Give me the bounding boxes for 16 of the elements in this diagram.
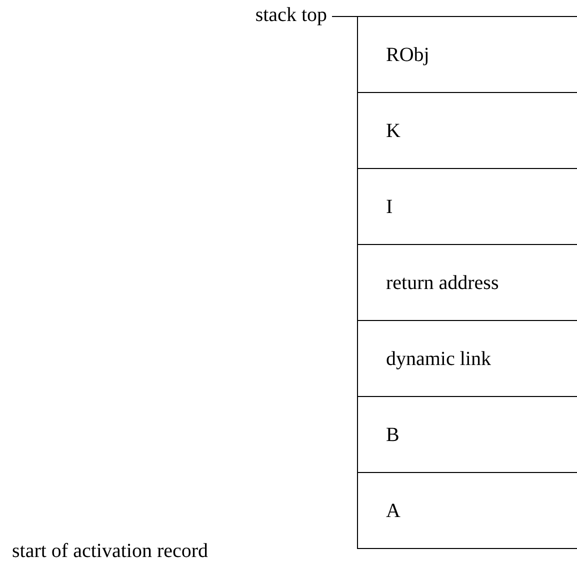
stack-top-label: stack top [255, 3, 327, 28]
stack-slot [357, 472, 577, 549]
slot-label: dynamic link [386, 346, 491, 372]
slot-label: I [386, 194, 393, 220]
stack-slot [357, 396, 577, 472]
stack-slot [357, 244, 577, 320]
stack-slot [357, 16, 577, 92]
record-start-label: start of activation record [12, 539, 208, 564]
slot-label: RObj [386, 42, 430, 68]
slot-label: A [386, 498, 400, 524]
slot-label: B [386, 422, 400, 448]
slot-label: return address [386, 270, 499, 296]
stack-slot [357, 320, 577, 396]
stack-slot [357, 168, 577, 244]
slot-label: K [386, 118, 400, 144]
stack-slot [357, 92, 577, 168]
